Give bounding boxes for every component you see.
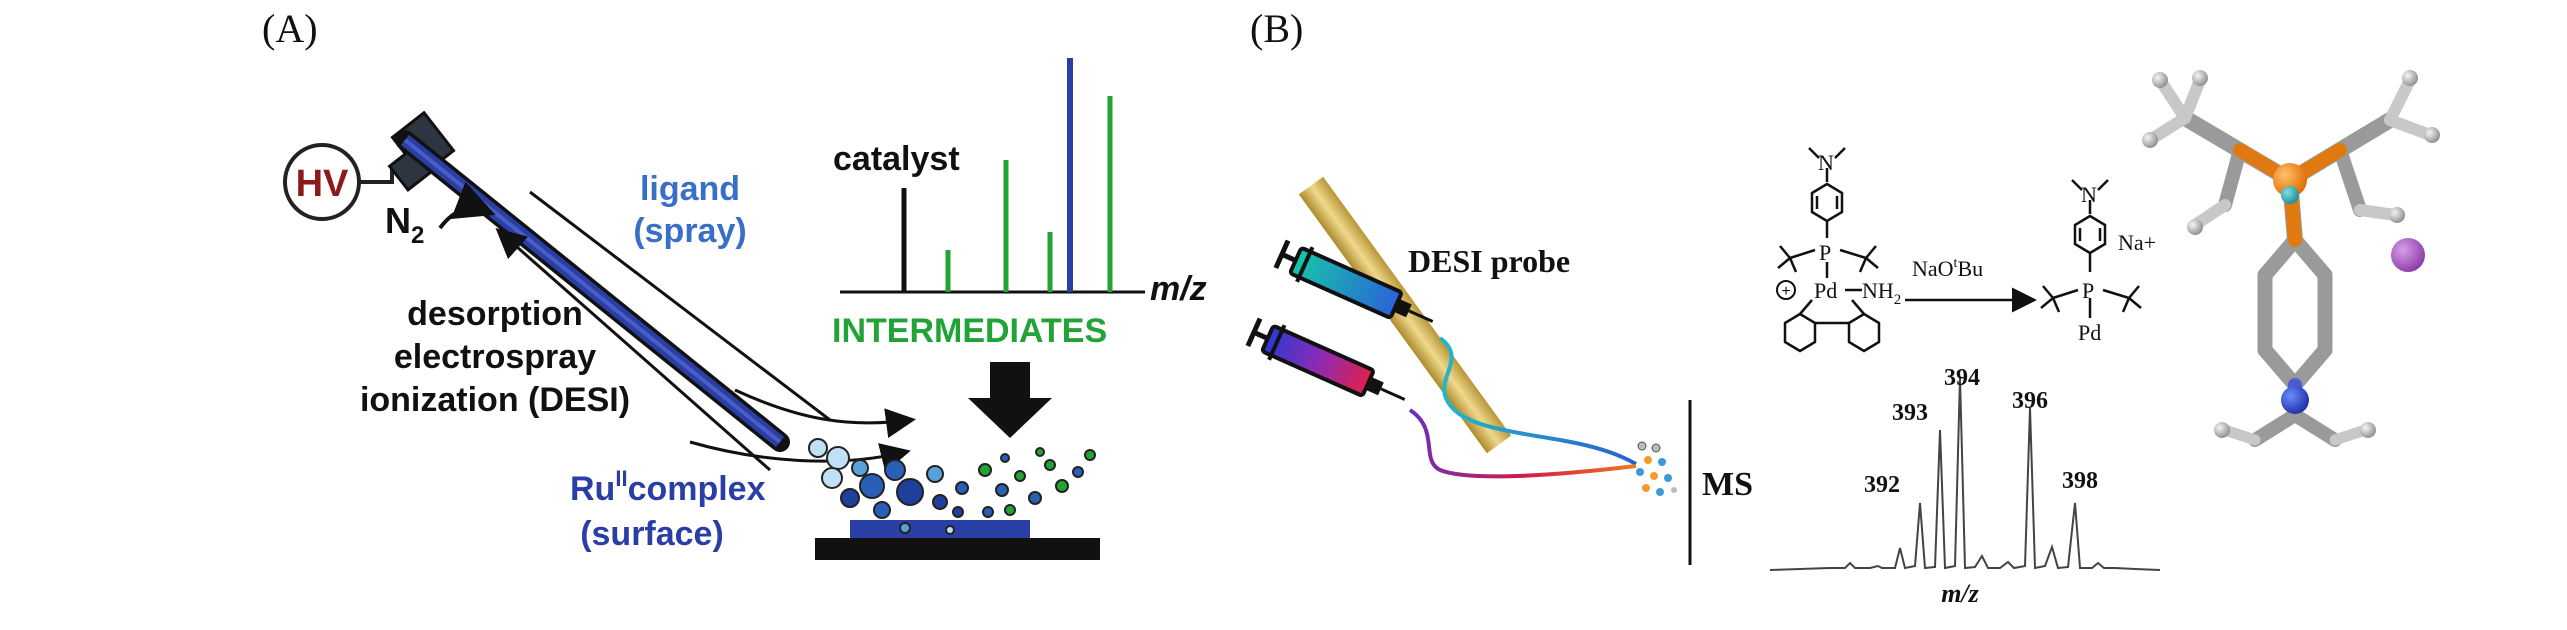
p-atom-sphere xyxy=(2273,163,2307,197)
peak-label-394: 394 xyxy=(1944,365,1980,391)
pd-complex-right xyxy=(2040,179,2142,318)
n2-arrow xyxy=(438,181,496,230)
panel-b: (B) DESI probe xyxy=(1245,6,2440,608)
peak-label-398: 398 xyxy=(2062,468,2098,494)
charge-circle xyxy=(1776,280,1796,300)
spray-curve xyxy=(734,388,916,439)
pd-left-label: Pd xyxy=(1814,278,1837,303)
pd-right-label: Pd xyxy=(2078,320,2101,345)
n-atom-right: N xyxy=(2081,182,2097,207)
desi-line-2: electrospray xyxy=(394,338,596,376)
panel-a: (A) HV N2 ligand (spray) desorption elec… xyxy=(262,6,1207,560)
panel-a-spectrum: catalyst m/z INTERMEDIATES xyxy=(832,58,1207,350)
surface-blue-layer xyxy=(850,520,1030,538)
panel-b-label: (B) xyxy=(1250,6,1303,51)
droplets xyxy=(808,438,1096,535)
ms-spectrum-b: 392 393 394 396 398 m/z xyxy=(1769,365,2161,608)
syringe-bottom xyxy=(1245,317,1406,401)
n-atom-sphere xyxy=(2281,386,2309,414)
charge-sign: + xyxy=(1781,283,1790,300)
reagent-label: NaOtBu xyxy=(1912,256,1983,281)
peak-label-396: 396 xyxy=(2012,388,2048,414)
p-atom-right: P xyxy=(2082,278,2094,303)
n-atom-left: N xyxy=(1818,150,1834,175)
peak-label-393: 393 xyxy=(1892,400,1928,426)
ligand-label: ligand xyxy=(640,170,740,208)
ligand-spray-label: (spray) xyxy=(633,212,746,250)
n2-label: N2 xyxy=(385,200,424,249)
ms-label: MS xyxy=(1702,466,1753,503)
peak-label-392: 392 xyxy=(1864,472,1900,498)
spray-droplets-b xyxy=(1636,441,1677,496)
nh2-label: NH2 xyxy=(1862,278,1901,308)
na-atom-sphere xyxy=(2391,238,2425,272)
p-atom-left: P xyxy=(1819,240,1831,265)
spectrum-b-trace xyxy=(1769,376,2161,571)
surface-base xyxy=(815,538,1100,560)
mz-label-a: m/z xyxy=(1150,270,1207,308)
spray-arrow-bottom xyxy=(689,440,911,473)
tube-top xyxy=(1438,336,1637,466)
ru-complex-label: RuIIcomplex xyxy=(570,466,766,508)
syringe-top xyxy=(1273,239,1434,323)
spray-guide-upper xyxy=(529,190,831,422)
hv-label: HV xyxy=(296,163,349,205)
pd-complex-left xyxy=(1777,147,1881,353)
pd-atom-sphere xyxy=(2281,186,2299,204)
desi-line-1: desorption xyxy=(407,295,583,333)
surface-label: (surface) xyxy=(580,515,724,553)
catalyst-label: catalyst xyxy=(833,140,960,178)
spray-arrow-lower xyxy=(495,228,771,472)
desi-line-3: ionization (DESI) xyxy=(360,381,630,419)
spectrum-b-xlabel: m/z xyxy=(1941,579,1979,608)
hv-source: HV xyxy=(283,143,416,221)
desi-probe-label: DESI probe xyxy=(1408,243,1570,279)
down-arrow xyxy=(968,362,1052,438)
panel-a-label: (A) xyxy=(262,6,318,51)
molecular-model-3d xyxy=(2142,70,2440,447)
na-plus-label: Na+ xyxy=(2118,230,2156,255)
intermediates-label: INTERMEDIATES xyxy=(832,312,1107,350)
tube-bottom xyxy=(1408,408,1637,479)
